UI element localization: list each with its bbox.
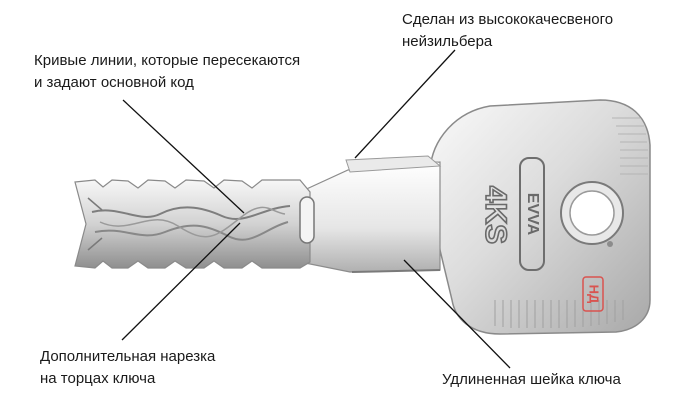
label-curves-line1: Кривые линии, которые пересекаются xyxy=(34,52,301,69)
label-edges-line1: Дополнительная нарезка xyxy=(40,348,216,365)
label-material-line2: нейзильбера xyxy=(402,33,493,50)
key-head: EVVA 4KS xyxy=(429,99,651,335)
brand-mark: EVVA xyxy=(524,193,541,236)
leader-material xyxy=(354,49,456,159)
label-edges: Дополнительная нарезка на торцах ключа xyxy=(40,346,215,390)
label-material: Сделан из высококачесвеного нейзильбера xyxy=(402,9,613,53)
blade-slot xyxy=(299,196,315,244)
label-neck-line1: Удлиненная шейка ключа xyxy=(442,371,621,388)
label-curves: Кривые линии, которые пересекаются и зад… xyxy=(34,50,300,94)
label-curves-line2: и задают основной код xyxy=(34,74,194,91)
model-mark: 4KS xyxy=(479,186,512,244)
leader-lines xyxy=(121,49,511,369)
label-neck: Удлиненная шейка ключа xyxy=(442,369,621,391)
leader-edges xyxy=(121,222,241,341)
key-neck xyxy=(299,155,442,273)
leader-curves xyxy=(122,99,245,214)
label-edges-line2: на торцах ключа xyxy=(40,370,156,387)
key-blade xyxy=(74,179,315,269)
watermark-logo: НД xyxy=(582,276,604,312)
leader-neck xyxy=(403,259,511,369)
watermark-text: НД xyxy=(587,285,602,304)
label-material-line1: Сделан из высококачесвеного xyxy=(402,11,614,28)
